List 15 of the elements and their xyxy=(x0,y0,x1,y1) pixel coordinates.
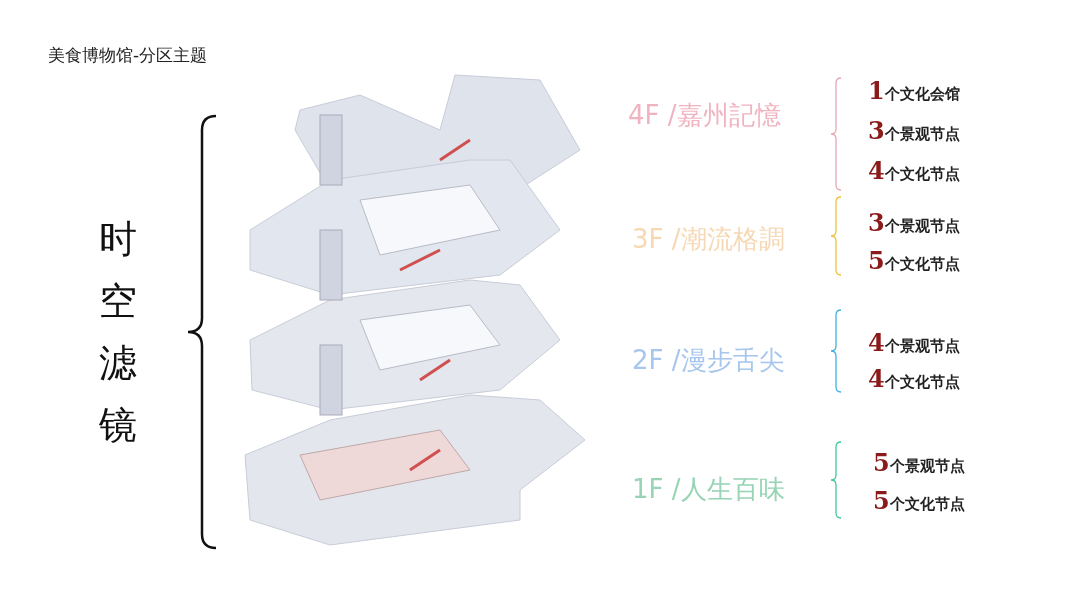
node-count-label: 5个文化节点 xyxy=(868,246,960,275)
node-count-label: 4个文化节点 xyxy=(868,364,960,393)
node-count-label: 5个景观节点 xyxy=(873,448,965,477)
floor-theme-label: 3F /潮流格調 xyxy=(632,223,785,256)
node-count-label: 4个文化节点 xyxy=(868,156,960,185)
floor-theme-label: 2F /漫步舌尖 xyxy=(632,344,785,377)
floor-theme-label: 4F /嘉州記憶 xyxy=(628,99,781,132)
vertical-heading: 时空滤镜 xyxy=(98,216,138,449)
node-count-label: 1个文化会馆 xyxy=(868,76,960,105)
floor-theme-label: 1F /人生百味 xyxy=(632,473,785,506)
node-count-label: 3个景观节点 xyxy=(868,116,960,145)
title: 美食博物馆-分区主题 xyxy=(48,44,208,67)
node-count-label: 3个景观节点 xyxy=(868,208,960,237)
node-count-label: 5个文化节点 xyxy=(873,486,965,515)
node-count-label: 4个景观节点 xyxy=(868,328,960,357)
